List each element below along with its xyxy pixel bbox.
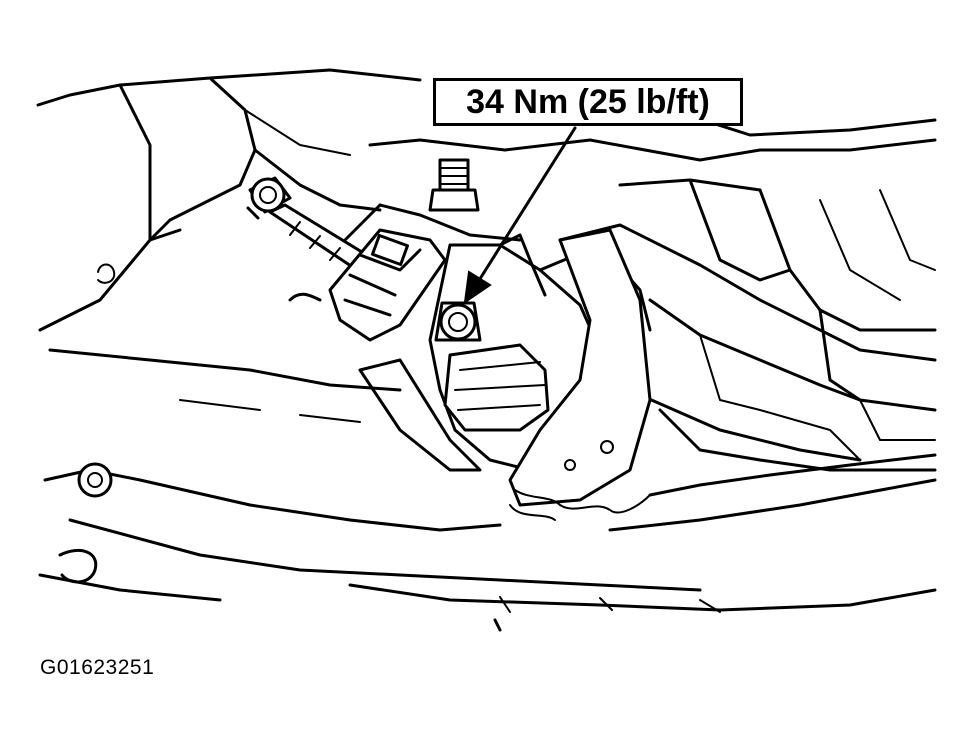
upper-body-panel (36, 68, 422, 332)
crossmember (38, 348, 937, 632)
cable-bracket (328, 203, 522, 342)
callout-leader-arrow (463, 126, 577, 305)
torque-spec-label: 34 Nm (25 lb/ft) (466, 82, 710, 121)
figure-id-label: G01623251 (40, 656, 155, 679)
lower-bracket-plate (508, 228, 652, 521)
torque-callout-box: 34 Nm (25 lb/ft) (433, 78, 743, 126)
shift-cable (246, 176, 377, 302)
upper-stud (428, 158, 480, 212)
transmission-housing (368, 93, 937, 472)
mount-insulator (358, 343, 550, 472)
